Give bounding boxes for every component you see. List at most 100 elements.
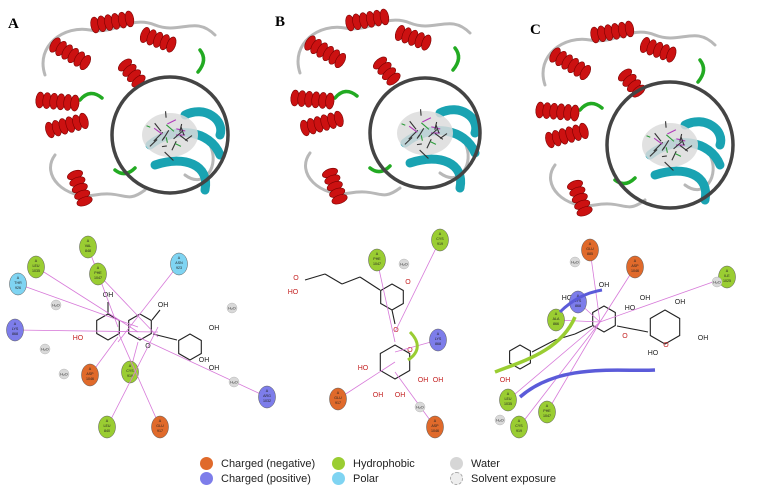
loop-segment [304, 151, 402, 197]
helix-segment [535, 101, 580, 122]
helix-segment [345, 8, 390, 32]
hbond-line [117, 263, 180, 343]
hbond-line [14, 329, 159, 333]
legend-solvent-exposure: Solvent exposure [450, 472, 556, 485]
residue-bubble [9, 272, 27, 296]
helix-segment [290, 89, 335, 110]
positive-contour [518, 368, 656, 399]
turn-segment [451, 46, 461, 72]
residue-bubble [429, 328, 447, 352]
legend-charged-positive: Charged (positive) [200, 472, 311, 485]
hbond-line [137, 336, 268, 398]
residue-label-num: 923 [176, 266, 182, 270]
residue-label-num: 917 [157, 429, 163, 433]
atom-label: OH [199, 357, 210, 364]
residue-label-num: 1047 [543, 414, 551, 418]
atom-label: OH [158, 302, 169, 309]
residue-label-name: VAL [85, 244, 92, 248]
legend-label: Hydrophobic [353, 457, 415, 470]
ring-bond [380, 283, 404, 311]
residue-label-name: ALA [553, 317, 560, 321]
sheet-segment [650, 166, 711, 205]
residue-label-num: 868 [435, 342, 441, 346]
legend-polar: Polar [332, 472, 379, 485]
panel-c-letter: C [530, 22, 541, 38]
residue-label-name: GLU [334, 396, 342, 400]
residue-label-name: LYS [435, 337, 442, 341]
residue-label-chain: A [35, 259, 38, 263]
residue-label-num: 1032 [263, 399, 271, 403]
protein-structures [35, 8, 735, 217]
water-node: H₂O [39, 343, 51, 355]
helix-segment [49, 37, 92, 71]
residue-label-num: 1035 [32, 269, 40, 273]
sheet-segment [435, 105, 481, 138]
bond-line [531, 339, 556, 353]
ring-bond [592, 305, 616, 333]
residue-label-chain: A [577, 294, 580, 298]
atom-label: O [405, 279, 411, 286]
panel-b-letter: B [275, 14, 286, 30]
residue-label-name: PHE [373, 257, 381, 261]
atom-label: OH [698, 335, 709, 342]
residue-label-chain: A [266, 389, 269, 393]
legend-water: Water [450, 457, 500, 470]
residue-bubble [718, 265, 736, 289]
residue-bubble [426, 415, 444, 439]
ring-bond [649, 309, 681, 345]
hbond-line [546, 321, 601, 413]
residue-label-chain: A [507, 392, 510, 396]
helix-segment [118, 58, 146, 88]
residue-label-name: CYS [126, 369, 134, 373]
residue-bubble [431, 228, 449, 252]
residue-bubble [258, 385, 276, 409]
residue-label-name: THR [14, 281, 22, 285]
residue-label-name: CYS [515, 424, 523, 428]
charged-positive-swatch [200, 472, 213, 485]
ligand-sticks [142, 111, 198, 161]
residue-bubble [121, 360, 139, 384]
residue-label-chain: A [518, 419, 521, 423]
atom-label: OH [433, 377, 444, 384]
atom-label: OH [599, 282, 610, 289]
helix-segment [549, 47, 592, 81]
residue-label-name: LYS [12, 327, 19, 331]
hbond-line [106, 326, 159, 428]
residue-label-name: GLU [586, 247, 594, 251]
binding-site-circle [368, 76, 482, 190]
helix-segment [300, 110, 344, 137]
water-swatch [450, 457, 463, 470]
helix-segment [394, 25, 432, 51]
residue-label-name: ASN [175, 261, 183, 265]
atom-label: HO [648, 350, 659, 357]
ligand-sticks [642, 121, 698, 171]
residue-bubble [79, 235, 97, 259]
residue-label-num: 868 [12, 332, 18, 336]
hbond-line [117, 331, 161, 428]
bond-line [151, 309, 161, 321]
sheet-segment [180, 107, 226, 140]
residue-label-chain: A [439, 232, 442, 236]
hbond-line [376, 259, 396, 343]
panel-a-letter: A [8, 16, 19, 32]
sheet-segment [680, 117, 726, 150]
solvent-exposure-swatch [450, 472, 463, 485]
loop-segment [183, 143, 215, 182]
water-node: H₂O [50, 299, 62, 311]
residue-bubble [581, 238, 599, 262]
ring-bond [509, 344, 531, 370]
residue-label-name: ARG [263, 394, 271, 398]
bond-line [341, 276, 361, 285]
residue-label-num: 885 [587, 252, 593, 256]
helix-segment [567, 179, 593, 217]
residue-label-chain: A [89, 367, 92, 371]
residue-bubble [89, 262, 107, 286]
